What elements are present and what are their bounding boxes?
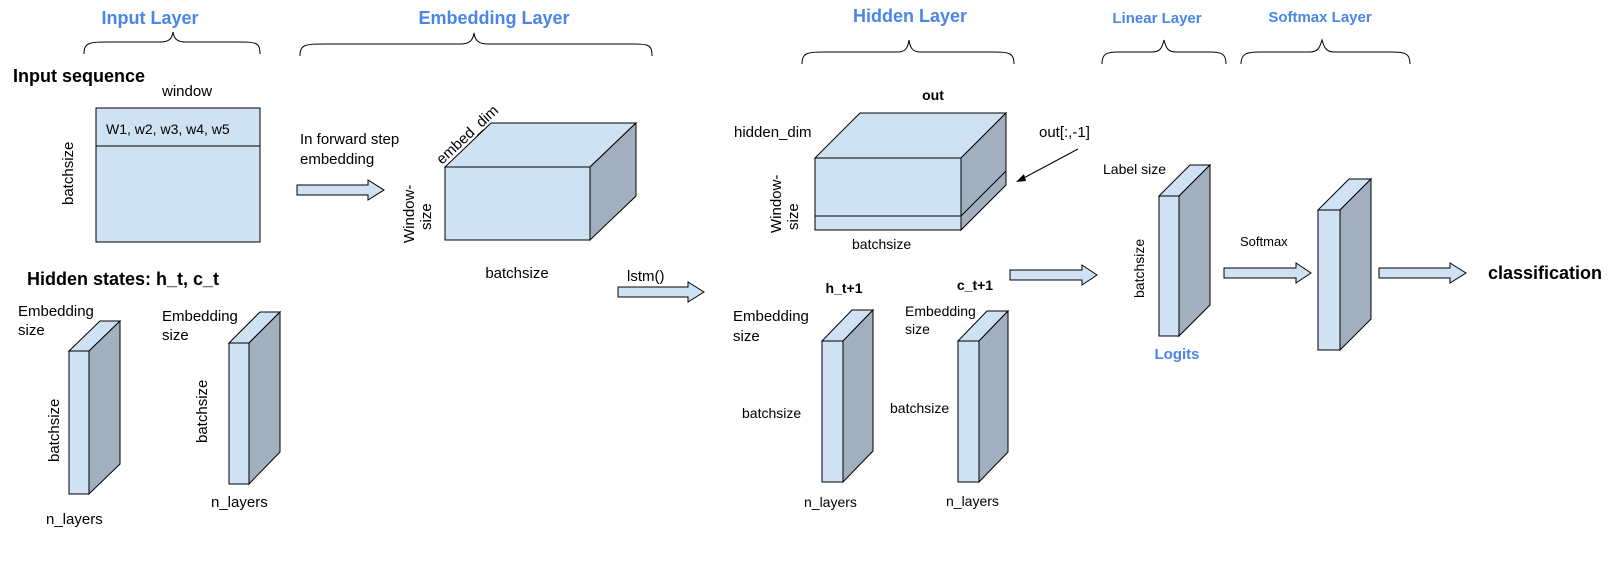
embedding-window-size-line1: Window-: [401, 185, 418, 243]
softmax-slab: [1316, 177, 1373, 352]
embedding-window-size-line2: size: [418, 203, 435, 230]
linear-batchsize-label: batchsize: [1131, 239, 1147, 298]
h-next-nlayers-label: n_layers: [804, 494, 857, 510]
linear-layer-header: Linear Layer: [1112, 10, 1201, 27]
h-next-label: h_t+1: [826, 280, 863, 296]
softmax-layer-header: Softmax Layer: [1268, 9, 1372, 26]
c-next-embedding-line2: size: [905, 321, 930, 337]
out-last-pointer: [1019, 148, 1079, 181]
embedding-note-line2: embedding: [300, 151, 374, 168]
c-next-nlayers-label: n_layers: [946, 493, 999, 509]
embedding-layer-brace: [299, 32, 653, 57]
hidden-layer-brace: [801, 39, 1015, 65]
c-next-embedding-line1: Embedding: [905, 303, 976, 319]
h-batchsize-label: batchsize: [46, 399, 63, 462]
out-last-label: out[:,-1]: [1039, 124, 1090, 141]
input-layer-header: Input Layer: [101, 8, 198, 28]
out-last-pointer-head: [1016, 174, 1026, 182]
c-nlayers-label: n_layers: [211, 494, 268, 511]
h-next-batchsize-label: batchsize: [742, 405, 801, 421]
h-embedding-size-line1: Embedding: [18, 303, 94, 320]
c-embedding-size-line2: size: [162, 327, 189, 344]
input-words: W1, w2, w3, w4, w5: [106, 121, 230, 137]
hidden-output-cube: [813, 111, 1008, 232]
hidden-layer-header: Hidden Layer: [853, 6, 967, 26]
classification-label: classification: [1488, 263, 1602, 283]
linear-arrow: [1009, 264, 1098, 286]
linear-layer-brace: [1101, 39, 1227, 65]
h-embedding-size-line2: size: [18, 322, 45, 339]
linear-slab: [1157, 163, 1212, 338]
input-sequence-title: Input sequence: [13, 66, 145, 86]
softmax-label: Softmax: [1240, 234, 1288, 249]
c-next-batchsize-label: batchsize: [890, 400, 949, 416]
h-next-slab: [820, 308, 875, 484]
lstm-arrow: [617, 281, 705, 303]
c-embedding-size-line1: Embedding: [162, 308, 238, 325]
c-state-slab: [227, 310, 282, 486]
h-next-embedding-line2: size: [733, 328, 760, 345]
hidden-dim-label: hidden_dim: [734, 124, 812, 141]
hidden-batchsize-label: batchsize: [852, 236, 911, 252]
lstm-label: lstm(): [627, 268, 665, 285]
c-next-slab: [956, 309, 1010, 484]
h-state-slab: [67, 319, 122, 496]
output-arrow: [1378, 262, 1467, 284]
embedding-arrow: [296, 179, 385, 201]
window-label: window: [161, 83, 212, 100]
label-size-label: Label size: [1103, 161, 1166, 177]
embedding-layer-header: Embedding Layer: [418, 8, 569, 28]
input-batchsize-label: batchsize: [60, 142, 77, 205]
c-next-label: c_t+1: [957, 277, 993, 293]
embedding-note-line1: In forward step: [300, 131, 399, 148]
hidden-window-size-line1: Window-: [768, 175, 785, 233]
embedding-batchsize-label: batchsize: [485, 265, 548, 282]
embedding-cube: [443, 121, 638, 242]
softmax-arrow: [1223, 262, 1312, 284]
logits-label: Logits: [1155, 346, 1200, 363]
h-nlayers-label: n_layers: [46, 511, 103, 528]
c-batchsize-label: batchsize: [194, 380, 211, 443]
softmax-layer-brace: [1240, 38, 1411, 65]
input-sequence-box: [95, 107, 261, 243]
hidden-states-title: Hidden states: h_t, c_t: [27, 269, 219, 289]
out-label: out: [922, 87, 944, 103]
h-next-embedding-line1: Embedding: [733, 308, 809, 325]
input-layer-brace: [83, 31, 261, 55]
hidden-window-size-line2: size: [785, 203, 802, 230]
